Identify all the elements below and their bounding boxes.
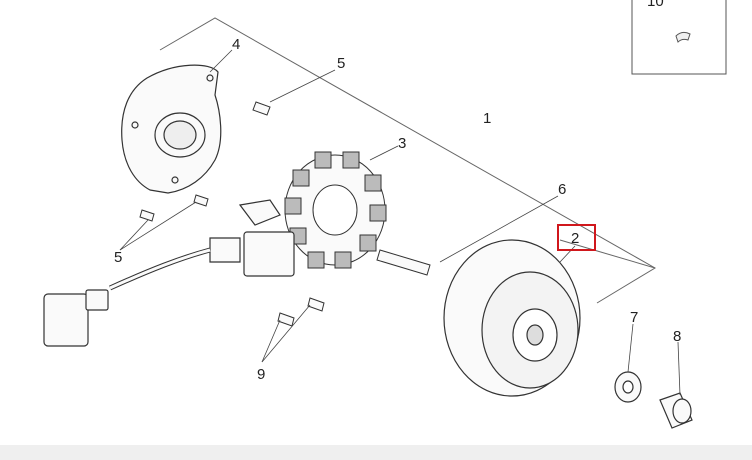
bottom-strip: [0, 445, 752, 460]
part-label-5-top: 5: [337, 55, 346, 72]
screws: [139, 101, 431, 327]
stator-3: [284, 151, 387, 269]
pickup-and-wiring: [43, 199, 295, 347]
part-label-1: 1: [483, 110, 492, 127]
part-label-8: 8: [673, 328, 682, 345]
assembly-bracket-1: [159, 17, 656, 304]
diagram-drawing: [43, 0, 727, 429]
exploded-parts-diagram: 4 5 1 3 6 2 7 8 5 9 10: [43, 0, 727, 429]
part-label-3: 3: [398, 135, 407, 152]
base-plate-4: [121, 64, 222, 194]
part-label-10: 10: [647, 0, 664, 10]
assembly-bracket-2: [559, 239, 656, 269]
washer-7: [614, 371, 642, 403]
part-label-2: 2: [571, 230, 580, 247]
nut-8: [659, 392, 693, 429]
flywheel-2: [443, 239, 581, 397]
highlighted-part-2-box: [557, 224, 596, 251]
inset-box-10: [631, 0, 727, 75]
part-label-5-left: 5: [114, 249, 123, 266]
part-label-9: 9: [257, 366, 266, 383]
leader-lines: [119, 49, 681, 396]
part-label-4: 4: [232, 36, 241, 53]
part-label-7: 7: [630, 309, 639, 326]
woodruff-key-icon: [675, 31, 691, 43]
part-label-6: 6: [558, 181, 567, 198]
